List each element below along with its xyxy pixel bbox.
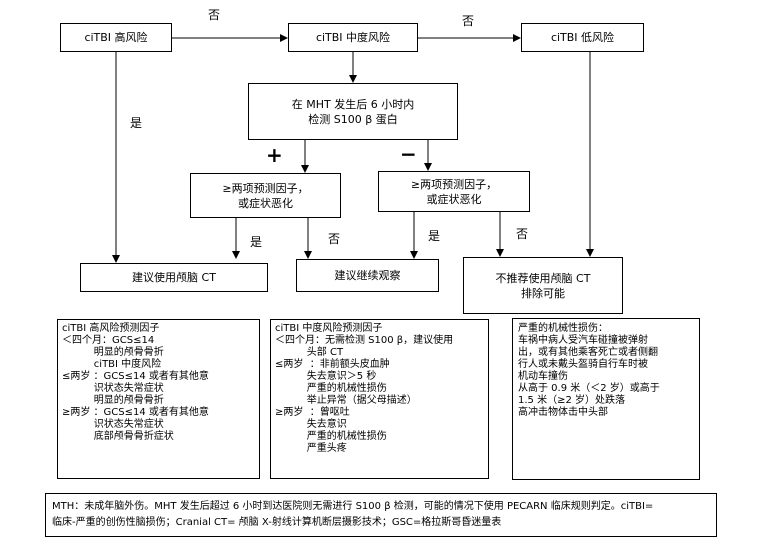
plus-predictor-line2: 或症状恶化 xyxy=(238,196,293,210)
mid-factors-line: 举止异常（据父母描述） xyxy=(275,395,417,406)
observe-outcome-label: 建议继续观察 xyxy=(334,269,401,282)
mid-factors-line: ＜四个月：无需检测 S100 β，建议使用 xyxy=(275,335,454,346)
high-factors-line: 明显的颅骨骨折 xyxy=(62,395,164,406)
footnote-line2: 临床-严重的创伤性脑损伤；Cranial CT= 颅脑 X-射线计算机断层摄影技… xyxy=(52,517,502,528)
minus-predictor-line1: ≥两项预测因子， xyxy=(410,177,498,191)
mechanism-line: 从高于 0.9 米（＜2 岁）或高于 xyxy=(518,383,660,394)
high-factors-line: ＜四个月：GCS≤14 xyxy=(62,335,155,346)
plus-predictor-box: ≥两项预测因子， 或症状恶化 xyxy=(190,173,341,218)
mid-factors-line: 头部 CT xyxy=(275,347,344,358)
mechanism-box: 严重的机械性损伤： 车祸中病人受汽车碰撞被弹射 出，或有其他乘客死亡或者侧翻 行… xyxy=(512,318,700,480)
high-risk-box: ciTBI 高风险 xyxy=(60,23,172,52)
high-factors-line: ≥两岁 ：GCS≤14 或者有其他意 xyxy=(62,407,209,418)
minus-predictor-box: ≥两项预测因子， 或症状恶化 xyxy=(378,171,530,212)
s100-box: 在 MHT 发生后 6 小时内 检测 S100 β 蛋白 xyxy=(248,83,458,140)
label-no-minus: 否 xyxy=(516,227,529,241)
minus-predictor-line2: 或症状恶化 xyxy=(426,192,482,206)
low-risk-label: ciTBI 低风险 xyxy=(550,31,615,44)
high-risk-label: ciTBI 高风险 xyxy=(84,31,148,44)
mechanism-line: 机动车撞伤 xyxy=(518,371,568,382)
observe-outcome-box: 建议继续观察 xyxy=(296,259,439,292)
high-factors-line: 识状态失常症状 xyxy=(62,383,164,394)
high-factors-line: ciTBI 中度风险 xyxy=(62,359,162,370)
mid-factors-title: ciTBI 中度风险预测因子 xyxy=(275,323,383,334)
high-factors-line: 明显的颅骨骨折 xyxy=(62,347,164,358)
plus-predictor-line1: ≥两项预测因子， xyxy=(222,181,309,195)
mechanism-line: 1.5 米（≥2 岁）处跌落 xyxy=(518,395,626,406)
mid-risk-box: ciTBI 中度风险 xyxy=(288,23,418,52)
mid-factors-line: 失去意识 xyxy=(275,419,347,430)
high-factors-box: ciTBI 高风险预测因子 ＜四个月：GCS≤14 明显的颅骨骨折 ciTBI … xyxy=(57,319,260,479)
mechanism-line: 车祸中病人受汽车碰撞被弹射 xyxy=(518,335,648,346)
footnote-line1: MTH：未成年脑外伤。MHT 发生后超过 6 小时到达医院则无需进行 S100 … xyxy=(52,501,654,512)
mid-factors-line: ≤两岁 ：非前额头皮血肿 xyxy=(275,359,390,370)
label-no-plus: 否 xyxy=(328,232,341,246)
s100-line1: 在 MHT 发生后 6 小时内 xyxy=(291,97,415,111)
high-factors-title: ciTBI 高风险预测因子 xyxy=(62,323,160,334)
mechanism-line: 出，或有其他乘客死亡或者侧翻 xyxy=(518,347,658,358)
mechanism-line: 高冲击物体击中头部 xyxy=(518,407,608,418)
ct-outcome-label: 建议使用颅脑 CT xyxy=(132,271,216,284)
high-factors-line: 底部颅骨骨折症状 xyxy=(62,431,174,442)
minus-sign: − xyxy=(400,142,417,166)
plus-sign: + xyxy=(266,143,283,167)
label-yes-plus: 是 xyxy=(250,235,263,249)
high-factors-line: 识状态失常症状 xyxy=(62,419,164,430)
ct-outcome-box: 建议使用颅脑 CT xyxy=(80,263,268,292)
mid-factors-line: ≥两岁 ：曾呕吐 xyxy=(275,407,350,418)
mechanism-title: 严重的机械性损伤： xyxy=(518,323,608,334)
no-ct-line2: 排除可能 xyxy=(521,286,565,300)
mid-factors-line: 严重头疼 xyxy=(275,443,347,454)
label-no-1: 否 xyxy=(208,8,221,22)
mid-factors-box: ciTBI 中度风险预测因子 ＜四个月：无需检测 S100 β，建议使用 头部 … xyxy=(270,319,489,479)
mid-factors-line: 严重的机械性损伤 xyxy=(275,431,387,442)
mid-factors-line: 失去意识＞5 秒 xyxy=(275,371,377,382)
low-risk-box: ciTBI 低风险 xyxy=(521,23,644,52)
mechanism-line: 行人或未戴头盔骑自行车时被 xyxy=(518,359,648,370)
mid-factors-line: 严重的机械性损伤 xyxy=(275,383,387,394)
footnote-box: MTH：未成年脑外伤。MHT 发生后超过 6 小时到达医院则无需进行 S100 … xyxy=(45,493,717,537)
no-ct-line1: 不推荐使用颅脑 CT xyxy=(495,271,591,285)
high-factors-line: ≤两岁 ：GCS≤14 或者有其他意 xyxy=(62,371,209,382)
no-ct-outcome-box: 不推荐使用颅脑 CT 排除可能 xyxy=(463,257,623,314)
label-yes-minus: 是 xyxy=(428,229,441,243)
label-yes-left: 是 xyxy=(130,116,143,130)
mid-risk-label: ciTBI 中度风险 xyxy=(315,31,391,44)
label-no-2: 否 xyxy=(462,14,475,28)
s100-line2: 检测 S100 β 蛋白 xyxy=(308,112,398,126)
